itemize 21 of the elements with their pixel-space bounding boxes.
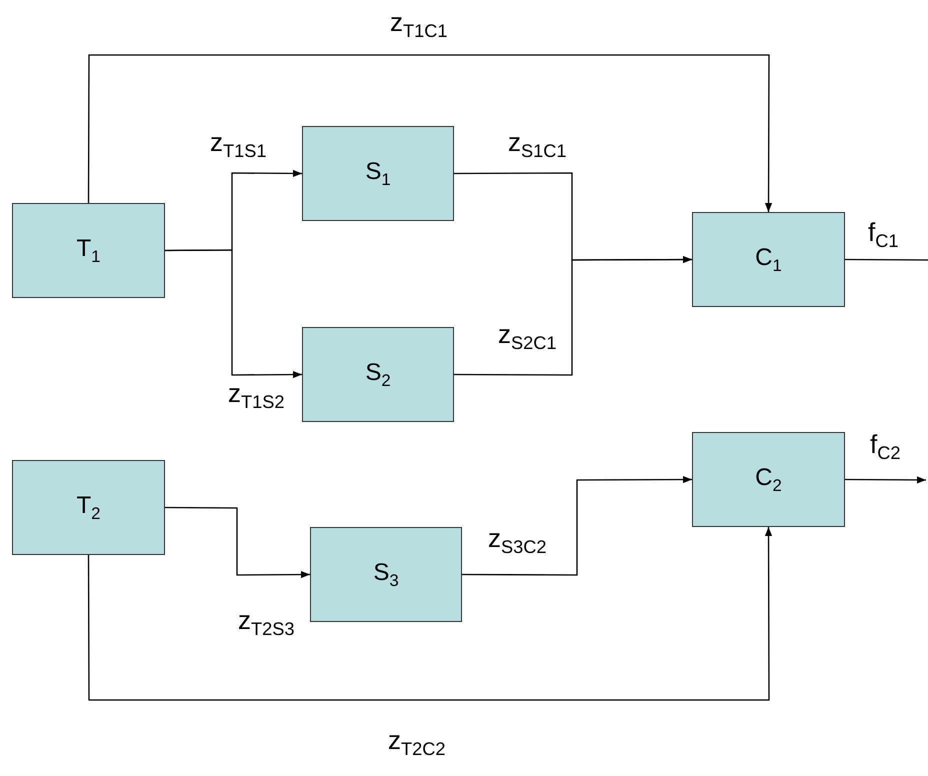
process-box	[12, 203, 165, 298]
connector-arrow	[454, 256, 692, 376]
process-box	[302, 327, 454, 422]
process-box	[692, 432, 845, 527]
node-label: T$_{2}$	[76, 492, 100, 524]
connector-arrow	[165, 249, 302, 378]
process-box	[310, 527, 462, 622]
node-label: C$_{1}$	[755, 244, 782, 276]
process-box	[302, 126, 454, 221]
node-label: S$_{1}$	[365, 158, 391, 190]
connector-arrow	[88, 527, 772, 701]
node-label: T$_{1}$	[76, 234, 100, 266]
connector-arrow	[88, 54, 772, 212]
node-label: C$_{2}$	[755, 464, 782, 496]
node-label: S$_{3}$	[373, 558, 399, 590]
connector-arrow	[165, 506, 310, 578]
output-arrow	[845, 476, 926, 484]
process-box	[692, 212, 845, 307]
process-box	[12, 460, 165, 555]
node-label: S$_{2}$	[365, 358, 391, 390]
connector-arrow	[462, 476, 692, 576]
